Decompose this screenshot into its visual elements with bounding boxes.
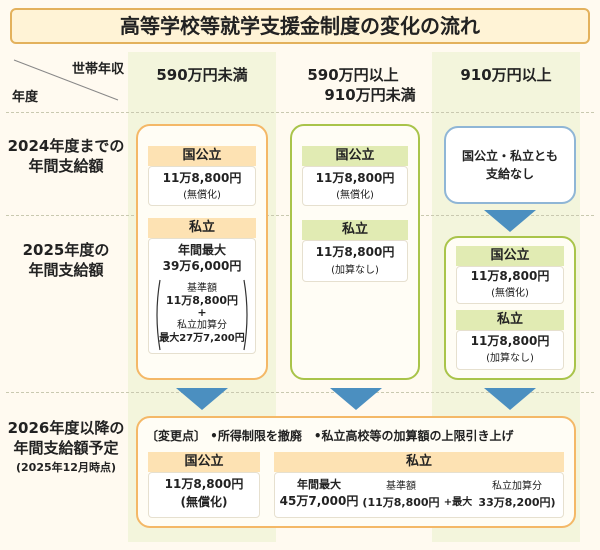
amount-public-b: 11万8,800円 bbox=[315, 171, 395, 185]
no-support-line1: 国公立・私立とも bbox=[461, 149, 558, 163]
row-label-2025-line1: 2025年度の bbox=[22, 241, 110, 259]
plus-a: + bbox=[197, 306, 207, 319]
row-label-2026: 2026年度以降の 年間支給額予定 (2025年12月時点) bbox=[6, 418, 126, 478]
row-label-2025-line2: 年間支給額 bbox=[28, 261, 104, 279]
tag-public-2026: 国公立 bbox=[148, 452, 260, 472]
card-private-c bbox=[456, 330, 564, 370]
arrow-down-b-2026 bbox=[330, 388, 382, 410]
private-max-amount-a: 39万6,000円 bbox=[162, 259, 242, 273]
private-max-label-a: 年間最大 bbox=[177, 243, 226, 257]
note-public-2026: (無償化) bbox=[180, 495, 228, 509]
row-label-2026-note: (2025年12月時点) bbox=[16, 461, 116, 474]
card-private-b bbox=[302, 240, 408, 282]
arrow-down-c-2026 bbox=[484, 388, 536, 410]
row-label-2024-line1: 2024年度までの bbox=[7, 137, 125, 155]
add-amount-a: 最大27万7,200円 bbox=[159, 333, 245, 344]
base-label-a: 基準額 bbox=[187, 283, 217, 294]
row-label-2024: 2024年度までの 年間支給額 bbox=[6, 136, 126, 176]
row-label-2026-line1: 2026年度以降の bbox=[7, 419, 125, 437]
add-label-a: 私立加算分 bbox=[177, 320, 227, 331]
note-private-b: (加算なし) bbox=[331, 265, 379, 276]
column-header-over-910: 910万円以上 bbox=[460, 66, 552, 84]
card-public-b bbox=[302, 166, 408, 206]
income-header-label: 世帯年収 bbox=[71, 62, 124, 77]
tag-private-2026: 私立 bbox=[274, 452, 564, 472]
tag-public-b: 国公立 bbox=[302, 146, 408, 166]
base-label-2026: 基準額 bbox=[386, 481, 416, 492]
note-public-c: (無償化) bbox=[491, 288, 529, 299]
card-public-c bbox=[456, 266, 564, 304]
amount-public-2026: 11万8,800円 bbox=[164, 477, 244, 491]
header-divider-line bbox=[13, 59, 119, 101]
changes-text: 〔変更点〕 •所得制限を撤廃 •私立高校等の加算額の上限引き上げ bbox=[146, 429, 514, 443]
add-amount-2026: 33万8,200円) bbox=[478, 496, 556, 509]
tag-private-b: 私立 bbox=[302, 220, 408, 240]
card-public-a bbox=[148, 166, 256, 206]
max-label-2026: 年間最大 bbox=[297, 478, 341, 491]
card-public-2026 bbox=[148, 472, 260, 518]
base-amount-2026: (11万8,800円 bbox=[362, 496, 440, 509]
note-public-b: (無償化) bbox=[336, 190, 374, 201]
tag-private-a: 私立 bbox=[148, 218, 256, 238]
row-label-2025: 2025年度の 年間支給額 bbox=[6, 240, 126, 280]
year-header-label: 年度 bbox=[12, 90, 39, 105]
base-amount-a: 11万8,800円 bbox=[165, 294, 239, 307]
amount-public-a: 11万8,800円 bbox=[162, 171, 242, 185]
divider-header bbox=[6, 112, 594, 113]
column-header-590-910-line2: 910万円未満 bbox=[324, 86, 416, 104]
divider-2025 bbox=[6, 392, 594, 393]
bracket-a bbox=[156, 279, 248, 351]
tag-public-a: 国公立 bbox=[148, 146, 256, 166]
amount-public-c: 11万8,800円 bbox=[470, 269, 550, 283]
row-label-2024-line2: 年間支給額 bbox=[28, 157, 104, 175]
no-support-line2: 支給なし bbox=[485, 167, 534, 181]
box-over-910-2024 bbox=[444, 126, 576, 204]
note-private-c: (加算なし) bbox=[486, 353, 534, 364]
max-amount-2026: 45万7,000円 bbox=[279, 494, 359, 508]
column-header-590-910-line1: 590万円以上 bbox=[307, 66, 399, 84]
arrow-down-c-2025 bbox=[484, 210, 536, 232]
row-label-2026-line2: 年間支給額予定 bbox=[13, 439, 119, 457]
tag-public-c: 国公立 bbox=[456, 246, 564, 266]
column-header-under-590: 590万円未満 bbox=[156, 66, 248, 84]
page-title: 高等学校等就学支援金制度の変化の流れ bbox=[10, 8, 590, 44]
tag-private-c: 私立 bbox=[456, 310, 564, 330]
amount-private-b: 11万8,800円 bbox=[315, 245, 395, 259]
add-label-2026: 私立加算分 bbox=[492, 481, 542, 492]
card-private-a bbox=[148, 238, 256, 354]
note-public-a: (無償化) bbox=[183, 190, 221, 201]
plus-max-2026: +最大 bbox=[443, 497, 473, 508]
card-private-2026 bbox=[274, 472, 564, 518]
arrow-down-a-2026 bbox=[176, 388, 228, 410]
amount-private-c: 11万8,800円 bbox=[470, 334, 550, 348]
